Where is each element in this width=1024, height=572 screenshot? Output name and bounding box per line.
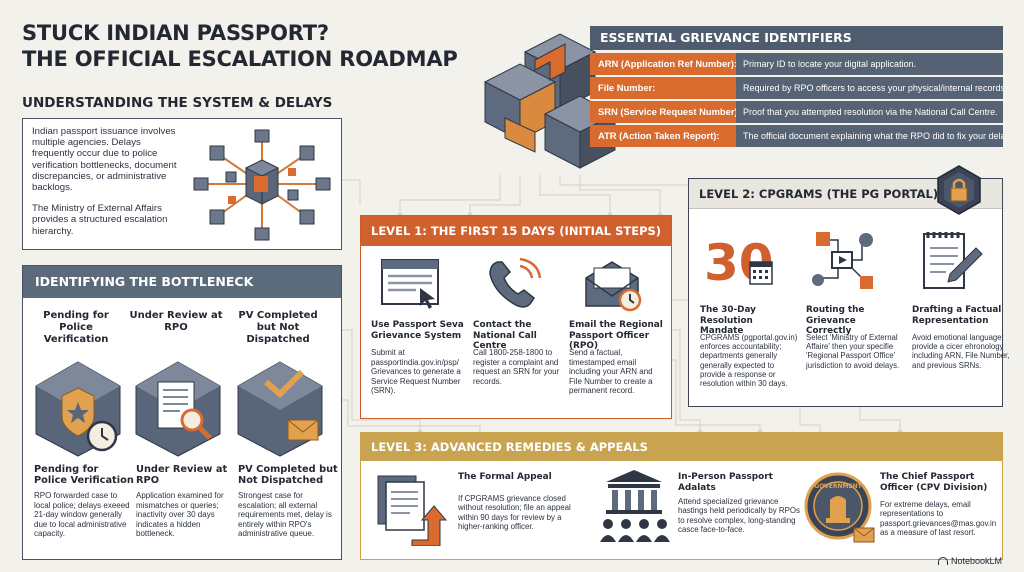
documents-arrow-icon <box>377 475 448 546</box>
network-cubes-icon <box>193 129 331 241</box>
identifier-value-arn: Primary ID to locate your digital applic… <box>736 53 1003 75</box>
level1-panel <box>360 215 672 419</box>
brand-text: NotebookLM <box>951 556 1003 566</box>
identifier-label-atr: ATR (Action Taken Report): <box>590 125 736 147</box>
level2-title-routing: Routing the Grievance Correctly <box>806 305 865 336</box>
identifiers-heading: ESSENTIAL GRIEVANCE IDENTIFIERS <box>590 26 1003 50</box>
level1-title-email: Email the Regional Passport Officer (RPO… <box>569 320 663 351</box>
level1-title-psp: Use Passport Seva Grievance System <box>371 320 464 341</box>
bottleneck-heading: IDENTIFYING THE BOTTLENECK <box>23 266 341 298</box>
level3-desc-cpo: For extreme delays, email representation… <box>880 500 997 538</box>
level2-title-mandate: The 30-Day Resolution Mandate <box>700 305 756 336</box>
identifier-value-atr: The official document explaining what th… <box>736 125 1003 147</box>
envelope-clock-icon <box>585 261 642 312</box>
bottleneck-label-dispatch: PV Completed but Not Dispatched <box>238 310 318 345</box>
phone-icon <box>489 257 542 308</box>
identifier-value-file: Required by RPO officers to access your … <box>736 77 1003 99</box>
identifier-row-file: File Number: Required by RPO officers to… <box>590 77 1003 99</box>
bottleneck-title-police: Pending for Police Verification <box>34 464 134 486</box>
bottleneck-title-rpo: Under Review at RPO <box>136 464 228 486</box>
level2-desc-drafting: Avoid emotional language; provide a cice… <box>912 333 1010 370</box>
checked-box-envelope-icon <box>237 361 323 457</box>
calendar-30-icon: 30 <box>704 234 774 292</box>
level1-desc-email: Send a factual, timestamped email includ… <box>569 348 653 395</box>
bottleneck-desc-police: RPO forwarded case to local police; dela… <box>34 491 130 539</box>
level2-desc-routing: Select 'Ministry of External Affaire' th… <box>806 333 900 370</box>
identifier-row-srn: SRN (Service Request Number): Proof that… <box>590 101 1003 123</box>
level3-title-cpo: The Chief Passport Officer (CPV Division… <box>880 472 988 493</box>
understanding-paragraph-1: Indian passport issuance involves multip… <box>32 126 177 194</box>
level3-title-adalats: In-Person Passport Adalats <box>678 472 773 493</box>
lock-shield-icon <box>937 165 981 215</box>
identifier-row-arn: ARN (Application Ref Number): Primary ID… <box>590 53 1003 75</box>
level3-title-appeal: The Formal Appeal <box>458 472 552 482</box>
courthouse-people-icon <box>600 470 670 542</box>
understanding-heading: UNDERSTANDING THE SYSTEM & DELAYS <box>22 95 333 111</box>
level2-panel <box>688 178 1003 407</box>
level1-desc-psp: Submit at passportindia.gov.in/psp/ Grie… <box>371 348 461 395</box>
bottleneck-label-rpo: Under Review at RPO <box>129 310 223 333</box>
level2-title-drafting: Drafting a Factual Representation <box>912 305 1002 326</box>
level3-heading: LEVEL 3: ADVANCED REMEDIES & APPEALS <box>361 433 1002 461</box>
understanding-text: Indian passport issuance involves multip… <box>32 126 177 247</box>
level1-title-callcentre: Contact the National Call Centre <box>473 320 537 351</box>
level3-desc-appeal: If CPGRAMS grievance closed without reso… <box>458 494 571 532</box>
level1-desc-callcentre: Call 1800-258-1800 to register a complai… <box>473 348 560 386</box>
document-magnifier-icon <box>135 361 221 457</box>
page-title: STUCK INDIAN PASSPORT? THE OFFICIAL ESCA… <box>22 20 462 72</box>
browser-window-icon <box>381 259 439 309</box>
bottleneck-label-police: Pending for Police Verification <box>43 310 109 345</box>
bottleneck-title-dispatch: PV Completed but Not Dispatched <box>238 464 338 486</box>
police-badge-clock-icon <box>35 361 121 457</box>
brand-label: NotebookLM <box>938 556 1002 566</box>
identifier-row-atr: ATR (Action Taken Report): The official … <box>590 125 1003 147</box>
level3-desc-adalats: Attend specialized grievance hastings he… <box>678 497 800 535</box>
identifier-label-srn: SRN (Service Request Number): <box>590 101 736 123</box>
page-title-line1: STUCK INDIAN PASSPORT? <box>22 21 329 45</box>
identifier-label-file: File Number: <box>590 77 736 99</box>
identifier-value-srn: Proof that you attempted resolution via … <box>736 101 1003 123</box>
notebooklm-icon <box>938 557 948 565</box>
bottleneck-desc-rpo: Application examined for mismatches or q… <box>136 491 224 539</box>
bottleneck-desc-dispatch: Strongest case for escalation; all exter… <box>238 491 332 539</box>
government-seal-icon: GOVERNMENT <box>804 472 875 543</box>
clipboard-pen-icon <box>923 232 983 289</box>
routing-flow-icon <box>812 232 873 289</box>
level1-heading: LEVEL 1: THE FIRST 15 DAYS (INITIAL STEP… <box>361 216 671 246</box>
level2-desc-mandate: CPGRAMS (pgportal.gov.in) enforces accou… <box>700 333 798 389</box>
seal-text: GOVERNMENT <box>814 483 862 490</box>
identifier-label-arn: ARN (Application Ref Number): <box>590 53 736 75</box>
page-title-line2: THE OFFICIAL ESCALATION ROADMAP <box>22 47 458 71</box>
understanding-paragraph-2: The Ministry of External Affairs provide… <box>32 203 168 237</box>
isometric-cubes-icon <box>483 33 617 169</box>
